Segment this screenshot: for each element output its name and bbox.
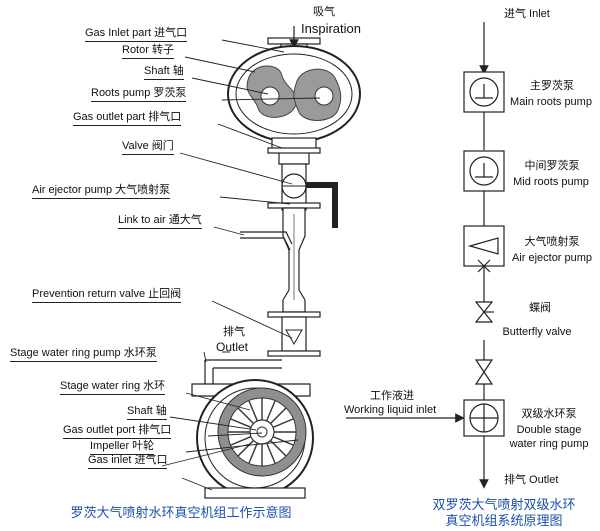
valve-label: Valve 阀门 xyxy=(122,140,174,155)
water-ring-pump xyxy=(191,379,314,499)
right-caption-2: 真空机组系统原理图 xyxy=(445,513,563,528)
impeller-label: Impeller 叶轮 xyxy=(90,440,155,455)
link-to-air-label: Link to air 通大气 xyxy=(118,214,202,229)
mid-roots-label: Mid roots pump xyxy=(513,176,589,188)
air-ejector xyxy=(240,207,306,313)
working-liquid-label: Working liquid inlet xyxy=(344,404,437,416)
prevention-return-valve-label: Prevention return valve 止回阀 xyxy=(32,288,182,303)
outlet-label: Outlet xyxy=(216,340,249,354)
double-stage-label-cn: 双级水环泵 xyxy=(521,408,577,420)
main-roots-label-cn: 主罗茨泵 xyxy=(530,80,574,92)
double-stage-label-1: Double stage xyxy=(516,424,582,436)
gas-outlet-port-label: Gas outlet port 排气口 xyxy=(63,424,172,439)
roots-pump-label: Roots pump 罗茨泵 xyxy=(91,87,187,102)
roots-outlet-duct xyxy=(267,137,321,165)
inspiration-label: Inspiration xyxy=(301,21,361,36)
leader-lines xyxy=(161,39,321,491)
working-liquid-label-cn: 工作液进 xyxy=(370,390,414,402)
gas-outlet-part-label: Gas outlet part 排气口 xyxy=(73,111,182,126)
shaft-left xyxy=(260,86,280,106)
right-caption-1: 双罗茨大气喷射双级水环 xyxy=(432,497,576,512)
outlet-right-label: 排气 Outlet xyxy=(504,474,559,486)
outlet-label-cn: 排气 xyxy=(223,326,245,338)
butterfly-valve-label-cn: 蝶阀 xyxy=(529,302,551,314)
rotor-label: Rotor 转子 xyxy=(122,44,174,59)
butterfly-valve-label: Butterfly valve xyxy=(502,326,572,338)
mid-roots-label-cn: 中间罗茨泵 xyxy=(524,160,580,172)
gas-inlet-port-label: Gas inlet 进气口 xyxy=(88,454,168,469)
shaft-bottom-label: Shaft 轴 xyxy=(127,405,167,420)
main-roots-label: Main roots pump xyxy=(510,96,592,108)
air-ejector-label: Air ejector pump xyxy=(511,252,593,264)
left-caption: 罗茨大气喷射水环真空机组工作示意图 xyxy=(70,505,292,520)
inlet-label: 进气 Inlet xyxy=(504,8,550,20)
inspiration-label-cn: 吸气 xyxy=(313,6,335,18)
air-ejector-pump-label: Air ejector pump 大气喷射泵 xyxy=(32,184,171,199)
schematic xyxy=(346,22,505,489)
double-stage-label-2: water ring pump xyxy=(509,438,589,450)
outlet-pipe xyxy=(204,351,282,392)
check-valve xyxy=(267,311,321,357)
shaft-right xyxy=(314,86,334,106)
gas-inlet-part-label: Gas Inlet part 进气口 xyxy=(85,27,188,42)
air-ejector-label-cn: 大气喷射泵 xyxy=(524,236,580,248)
shaft-top-label: Shaft 轴 xyxy=(144,65,184,80)
stage-water-ring-label: Stage water ring 水环 xyxy=(60,380,166,395)
stage-water-ring-pump-label: Stage water ring pump 水环泵 xyxy=(10,347,157,362)
